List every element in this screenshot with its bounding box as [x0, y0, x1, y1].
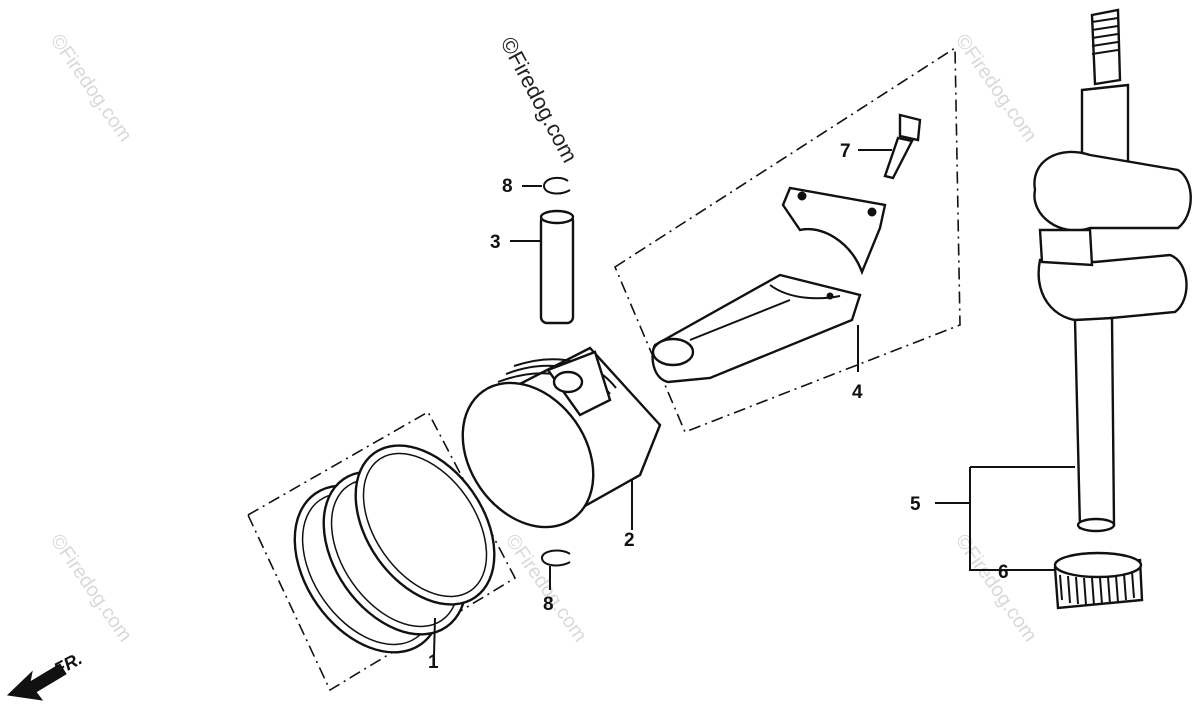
piston-rings-group [246, 410, 517, 692]
watermark: ©Firedog.com [501, 530, 591, 646]
callout-6: 6 [998, 562, 1009, 583]
watermark: ©Firedog.com [46, 530, 136, 646]
watermark: ©Firedog.com [951, 30, 1041, 146]
crank-gear [1053, 551, 1144, 610]
watermark: ©Firedog.com [46, 30, 136, 146]
piston-ring [354, 444, 496, 606]
callout-5: 5 [910, 494, 921, 515]
callout-4: 4 [852, 382, 863, 403]
watermark-main: ©Firedog.com [496, 33, 583, 167]
callout-7: 7 [840, 141, 851, 162]
connecting-rod-group [614, 46, 961, 434]
rod-bolt [858, 113, 922, 180]
piston-pin [510, 209, 575, 325]
callout-8b: 8 [543, 594, 554, 615]
callout-8a: 8 [502, 176, 513, 197]
callout-1: 1 [428, 652, 439, 673]
connecting-rod [651, 273, 862, 384]
rings-dash-box [246, 410, 517, 692]
piston [461, 346, 662, 530]
callout-2: 2 [624, 530, 635, 551]
pin-clip [522, 176, 571, 195]
callout-3: 3 [490, 232, 501, 253]
rod-cap [781, 186, 887, 276]
crankshaft [935, 8, 1192, 571]
watermark: ©Firedog.com [951, 530, 1041, 646]
pin-clip [540, 549, 571, 590]
front-arrow-icon [6, 663, 67, 701]
